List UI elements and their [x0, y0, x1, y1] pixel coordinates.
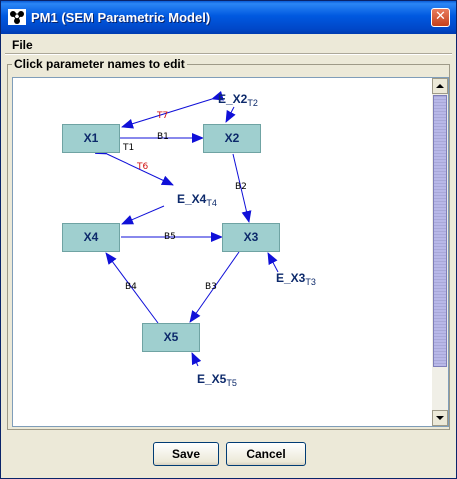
- edge-b2: [232, 153, 252, 223]
- error-term-e-x5[interactable]: E_X5T5: [197, 372, 237, 388]
- scroll-thumb[interactable]: [433, 95, 447, 367]
- param-b1[interactable]: B1: [157, 132, 169, 142]
- param-b4[interactable]: B4: [125, 282, 137, 292]
- arrow-down-icon: [436, 416, 444, 420]
- title-bar[interactable]: PM1 (SEM Parametric Model) ✕: [1, 1, 456, 34]
- scroll-down-button[interactable]: [432, 410, 448, 426]
- param-t7[interactable]: T7: [157, 111, 169, 121]
- error-term-e-x4[interactable]: E_X4T4: [177, 192, 217, 208]
- error-param[interactable]: T2: [247, 98, 258, 108]
- param-t6[interactable]: T6: [137, 162, 149, 172]
- node-x1[interactable]: X1: [62, 124, 120, 153]
- vertical-scrollbar[interactable]: [432, 78, 448, 426]
- error-param[interactable]: T3: [305, 277, 316, 287]
- error-term-e-x3[interactable]: E_X3T3: [276, 271, 316, 287]
- edge-b4: [105, 252, 159, 324]
- edge-e-x4: [121, 205, 165, 225]
- edge-t7: [121, 90, 224, 129]
- param-b2[interactable]: B2: [235, 182, 247, 192]
- node-x5[interactable]: X5: [142, 323, 200, 352]
- parameter-panel: [7, 64, 450, 430]
- edge-b3: [189, 251, 240, 323]
- node-x3[interactable]: X3: [222, 223, 280, 252]
- node-x2[interactable]: X2: [203, 124, 261, 153]
- menu-file[interactable]: File: [12, 38, 33, 52]
- param-b5[interactable]: B5: [164, 232, 176, 242]
- edge-e-x3: [267, 252, 279, 273]
- save-button[interactable]: Save: [153, 442, 219, 466]
- graph-app-icon: [8, 9, 26, 25]
- graph-scroll-pane: X1 X2 X3 X4 X5 E_X2T2 E_X4T4 E_X3T3 E_X5…: [12, 77, 449, 427]
- graph-canvas: X1 X2 X3 X4 X5 E_X2T2 E_X4T4 E_X3T3 E_X5…: [13, 78, 432, 426]
- close-icon[interactable]: ✕: [431, 8, 450, 27]
- menu-divider: [5, 53, 452, 55]
- error-param[interactable]: T4: [206, 198, 217, 208]
- graph-edges: [94, 90, 279, 367]
- arrow-up-icon: [436, 84, 444, 88]
- edge-t6: [94, 144, 174, 186]
- window-title: PM1 (SEM Parametric Model): [31, 10, 211, 25]
- error-term-e-x2[interactable]: E_X2T2: [218, 92, 258, 108]
- cancel-button[interactable]: Cancel: [226, 442, 306, 466]
- edge-e-x2: [225, 106, 236, 123]
- menu-bar: File: [2, 35, 455, 55]
- error-name: E_X5: [197, 372, 227, 386]
- scroll-up-button[interactable]: [432, 78, 448, 94]
- panel-label: Click parameter names to edit: [12, 57, 187, 71]
- error-name: E_X4: [177, 192, 207, 206]
- node-x4[interactable]: X4: [62, 223, 120, 252]
- edge-e-x5: [191, 352, 202, 367]
- error-param[interactable]: T5: [226, 378, 237, 388]
- error-name: E_X3: [276, 271, 306, 285]
- param-t1[interactable]: T1: [123, 143, 135, 153]
- param-b3[interactable]: B3: [205, 282, 217, 292]
- error-name: E_X2: [218, 92, 248, 106]
